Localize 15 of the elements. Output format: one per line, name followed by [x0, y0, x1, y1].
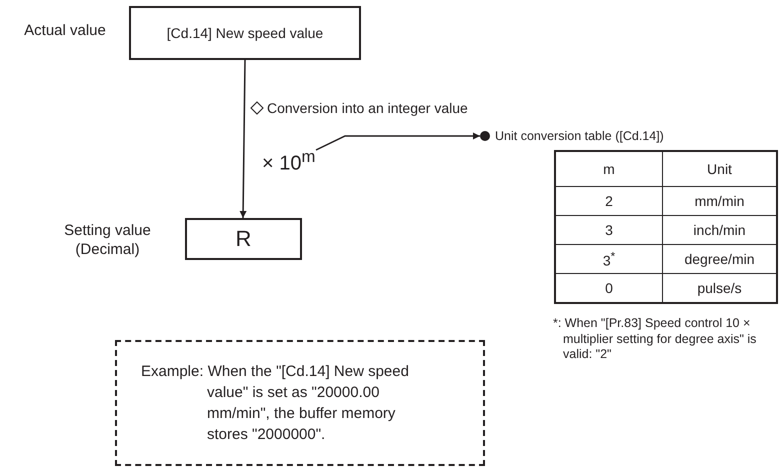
value-caption: Setting value (Decimal): [63, 222, 152, 260]
table-cell: 3$^{*}$: [555, 244, 662, 274]
value-box: [Cd.14] New speed value: [129, 6, 361, 60]
example-note: Example: When the "[Cd.14] New speed value" is set as "20000.00 mm/min", the buffer memory stores "2000000".: [115, 340, 485, 466]
arrow: [240, 60, 247, 218]
table-cell: 2: [555, 186, 662, 216]
table-cell: 3: [555, 216, 662, 244]
edge-label: Conversion into an integer value: [267, 100, 468, 116]
arrow: [316, 132, 480, 151]
value-caption: Actual value: [23, 22, 107, 41]
value-box: R: [185, 218, 302, 260]
table-cell: m: [555, 151, 662, 186]
multiplier-text: × 10$^{m}$: [262, 146, 316, 176]
footnote: *: When "[Pr.83] Speed control 10 × multiplier setting for degree axis" is valid: "2": [553, 316, 758, 363]
table-heading: Unit conversion table ([Cd.14]): [480, 126, 664, 146]
